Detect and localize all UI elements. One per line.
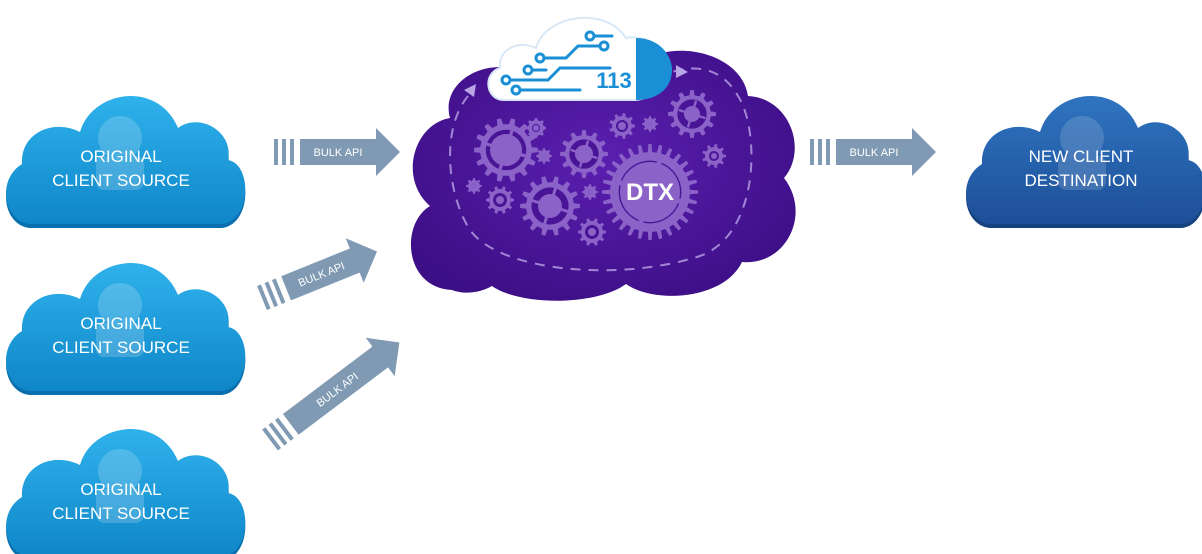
source-label-line2: CLIENT SOURCE — [52, 338, 190, 357]
source-label-line1: ORIGINAL — [80, 147, 161, 166]
gear-icon — [668, 90, 716, 138]
logo-113-icon: 113 — [487, 16, 672, 101]
source-cloud-3: ORIGINAL CLIENT SOURCE — [6, 429, 246, 554]
gear-icon — [520, 176, 580, 236]
gear-icon — [582, 184, 598, 200]
gear-icon — [609, 113, 635, 139]
dtx-hub-cloud: DTX — [410, 44, 796, 301]
gear-icon — [474, 118, 538, 182]
arrow-label: BULK API — [314, 147, 363, 159]
gear-icon — [702, 144, 726, 168]
gear-icon — [560, 130, 608, 178]
logo-text: 113 — [596, 68, 632, 93]
cloud-watermark-icon — [96, 449, 144, 523]
gear-icon — [536, 148, 552, 164]
bulk-api-arrow-1: BULK API — [274, 128, 400, 176]
gear-icon — [466, 178, 482, 194]
gear-cluster — [466, 90, 726, 246]
source-cloud-1: ORIGINAL CLIENT SOURCE — [6, 96, 246, 228]
source-label-line1: ORIGINAL — [80, 314, 161, 333]
cloud-watermark-icon — [96, 283, 144, 357]
arrow-label: BULK API — [850, 147, 899, 159]
gear-icon — [578, 218, 606, 246]
source-label-line2: CLIENT SOURCE — [52, 171, 190, 190]
loop-arrow-icon — [676, 65, 688, 78]
cloud-watermark-icon — [1058, 116, 1106, 190]
gear-icon — [602, 144, 698, 240]
source-cloud-2: ORIGINAL CLIENT SOURCE — [6, 263, 246, 395]
source-label-line2: CLIENT SOURCE — [52, 504, 190, 523]
destination-cloud: NEW CLIENT DESTINATION — [966, 96, 1202, 228]
bulk-api-arrow-4: BULK API — [810, 128, 936, 176]
destination-label-line2: DESTINATION — [1024, 171, 1137, 190]
gear-icon — [526, 118, 546, 138]
hub-label: DTX — [626, 179, 674, 206]
destination-label-line1: NEW CLIENT — [1029, 147, 1134, 166]
gear-icon — [486, 186, 514, 214]
bulk-api-arrow-3: BULK API — [262, 337, 400, 451]
loop-arrow-icon — [464, 84, 476, 97]
gear-icon — [642, 116, 658, 132]
source-label-line1: ORIGINAL — [80, 480, 161, 499]
bulk-api-arrow-2: BULK API — [257, 238, 377, 311]
cloud-watermark-icon — [96, 116, 144, 190]
